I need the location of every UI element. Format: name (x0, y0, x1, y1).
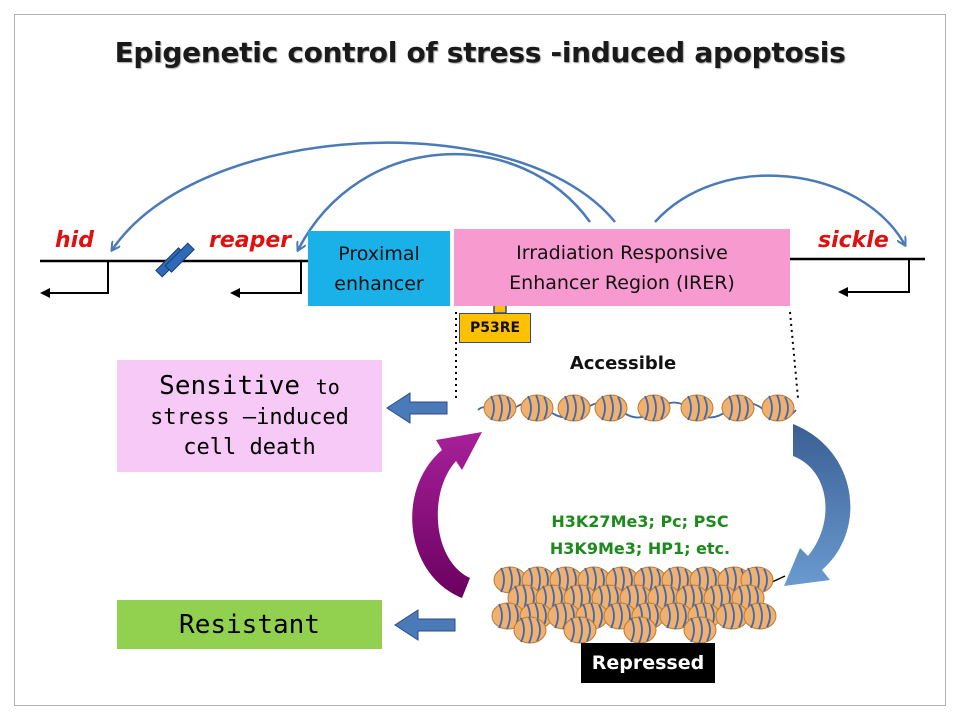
sensitive-to: to (315, 374, 340, 399)
cycle-arrow-down (784, 424, 851, 586)
accessible-chromatin (477, 394, 797, 422)
proximal-enhancer-line1: Proximal (338, 242, 420, 265)
gene-label-hid: hid (55, 228, 94, 253)
arrow-to-sickle (654, 174, 905, 245)
arrow-to-reaper (298, 152, 592, 250)
sensitive-line2: stress –induced (150, 404, 349, 430)
irer-box: Irradiation Responsive Enhancer Region (… (454, 229, 790, 306)
reaper-promoter-arrow (230, 261, 302, 298)
proximal-enhancer-line2: enhancer (334, 272, 424, 295)
arrow-to-resistant (394, 609, 456, 641)
arrow-to-sensitive (386, 392, 448, 424)
repressed-label: Repressed (581, 643, 715, 683)
gene-label-reaper: reaper (209, 228, 292, 253)
sensitive-word: Sensitive (159, 370, 301, 401)
slide-frame (14, 14, 946, 706)
cycle-arrow-up (412, 432, 482, 598)
accessible-label: Accessible (569, 353, 677, 374)
sensitive-line3: cell death (183, 434, 316, 460)
repressed-chromatin (491, 566, 786, 644)
sickle-promoter-arrow (838, 259, 910, 297)
gene-label-sickle: sickle (818, 228, 889, 253)
page-title: Epigenetic control of stress -induced ap… (114, 36, 846, 69)
irer-line2: Enhancer Region (IRER) (509, 271, 735, 294)
histone-marks-line1: H3K27Me3; Pc; PSC (551, 512, 729, 531)
proximal-enhancer-box: Proximal enhancer (308, 231, 450, 306)
arrow-to-hid (112, 141, 616, 250)
dotted-line-right (789, 311, 799, 399)
histone-marks-line2: H3K9Me3; HP1; etc. (549, 539, 731, 558)
resistant-box: Resistant (117, 600, 382, 649)
p53re-label: P53RE (459, 313, 531, 343)
hid-promoter-arrow (40, 261, 109, 298)
irer-line1: Irradiation Responsive (516, 241, 728, 264)
sensitive-box: Sensitive to stress –induced cell death (117, 360, 382, 472)
